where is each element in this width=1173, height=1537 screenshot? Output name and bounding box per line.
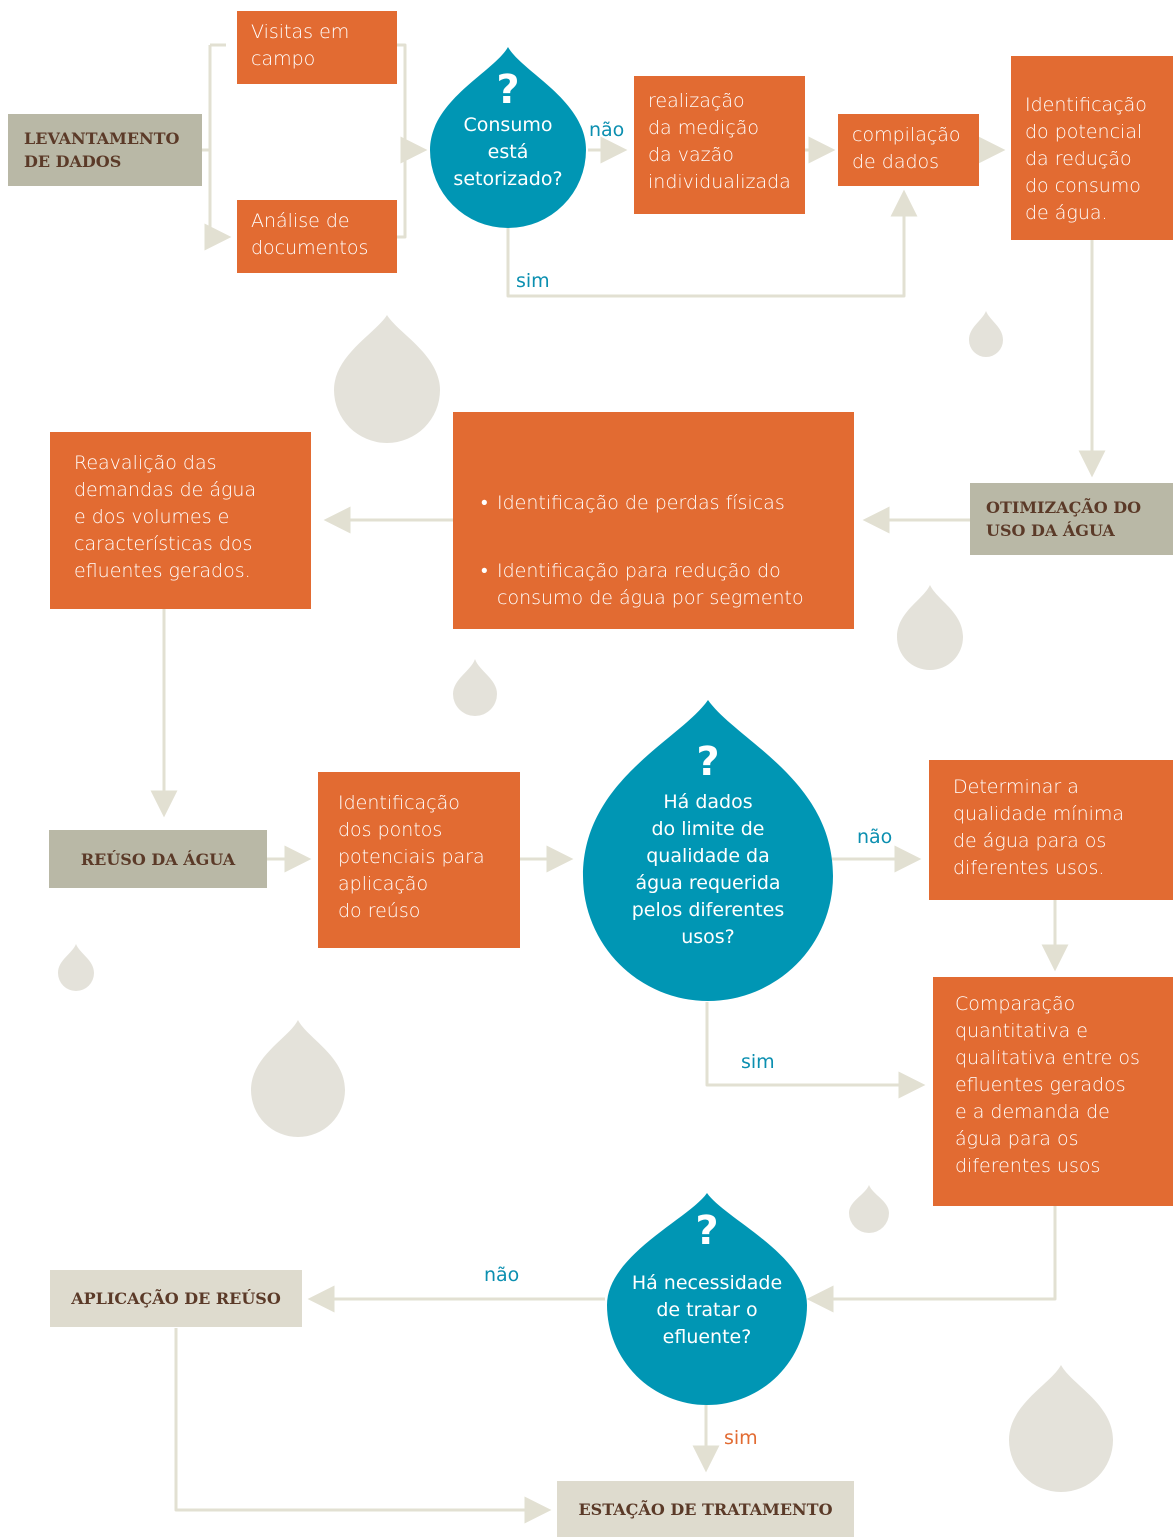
label-estacao-de-tratamento: ESTAÇÃO DE TRATAMENTO	[557, 1481, 854, 1537]
question-mark-icon: ?	[496, 67, 520, 113]
water-drop-icon	[58, 944, 94, 991]
decision-drop-limite	[583, 700, 833, 1001]
label-levantamento-de-dados: LEVANTAMENTO DE DADOS	[8, 114, 202, 186]
connector-levantamento	[202, 43, 226, 237]
edge-label-nao-tratar: não	[484, 1264, 520, 1286]
box-reavaliacao-demandas: Reavalição das demandas de água e dos vo…	[50, 432, 311, 609]
bullet-item: Identificação para redução do consumo de…	[481, 558, 838, 612]
box-identificacao-pontos-reuso: Identificação dos pontos potenciais para…	[318, 772, 520, 948]
decision-drops	[430, 47, 833, 1405]
decision-text-limite: Há dados do limite de qualidade da água …	[631, 791, 785, 948]
water-drop-icon	[969, 311, 1003, 357]
box-compilacao-de-dados: compilação de dados	[838, 114, 979, 186]
water-drop-icon	[334, 315, 440, 443]
water-drop-icon	[897, 585, 963, 670]
connectors	[150, 43, 1106, 1524]
decision-text-setorizado: Consumo está setorizado?	[453, 114, 563, 190]
bullet-item: Identificação de perdas físicas	[481, 490, 838, 517]
otimizacao-bullet-list: Identificação de perdas físicas Identifi…	[481, 463, 838, 734]
water-drop-icon	[1009, 1365, 1113, 1492]
question-mark-icon: ?	[695, 1208, 719, 1254]
water-drop-icon	[251, 1020, 345, 1137]
water-drop-icon	[849, 1185, 889, 1233]
box-visitas-em-campo: Visitas em campo	[237, 11, 397, 84]
edge-label-nao-limite: não	[857, 826, 893, 848]
edge-label-nao-setorizado: não	[589, 119, 625, 141]
box-identificacao-potencial: Identificação do potencial da redução do…	[1011, 56, 1173, 240]
connector-sim-1	[506, 189, 918, 298]
box-analise-de-documentos: Análise de documentos	[237, 200, 397, 273]
label-aplicacao-de-reuso: APLICAÇÃO DE REÚSO	[50, 1270, 302, 1327]
question-mark-icon: ?	[696, 739, 720, 785]
edge-label-sim-tratar: sim	[724, 1427, 758, 1449]
box-determinar-qualidade: Determinar a qualidade mínima de água pa…	[929, 760, 1173, 900]
box-comparacao-efluentes: Comparação quantitativa e qualitativa en…	[933, 977, 1173, 1206]
bullet-item: Verificação da viabilidade de substituiç…	[481, 653, 838, 707]
edge-label-sim-limite: sim	[741, 1051, 775, 1073]
connector-sim-2	[705, 1002, 926, 1099]
connector-visitas-analise	[397, 43, 422, 239]
connector-comparacao-tratar	[806, 1206, 1057, 1313]
connector-aplicacao-estacao	[174, 1328, 552, 1524]
box-realizacao-medicao: realização da medição da vazão individua…	[634, 76, 805, 214]
decision-drop-tratar	[607, 1193, 807, 1405]
decision-text-tratar: Há necessidade de tratar o efluente?	[631, 1272, 783, 1348]
decision-drop-setorizado	[430, 47, 586, 228]
edge-label-sim-setorizado: sim	[516, 270, 550, 292]
label-otimizacao-uso-agua: OTIMIZAÇÃO DO USO DA ÁGUA	[970, 483, 1173, 555]
box-otimizacao-acoes: Identificação de perdas físicas Identifi…	[453, 412, 854, 704]
label-reuso-agua: REÚSO DA ÁGUA	[49, 830, 267, 888]
